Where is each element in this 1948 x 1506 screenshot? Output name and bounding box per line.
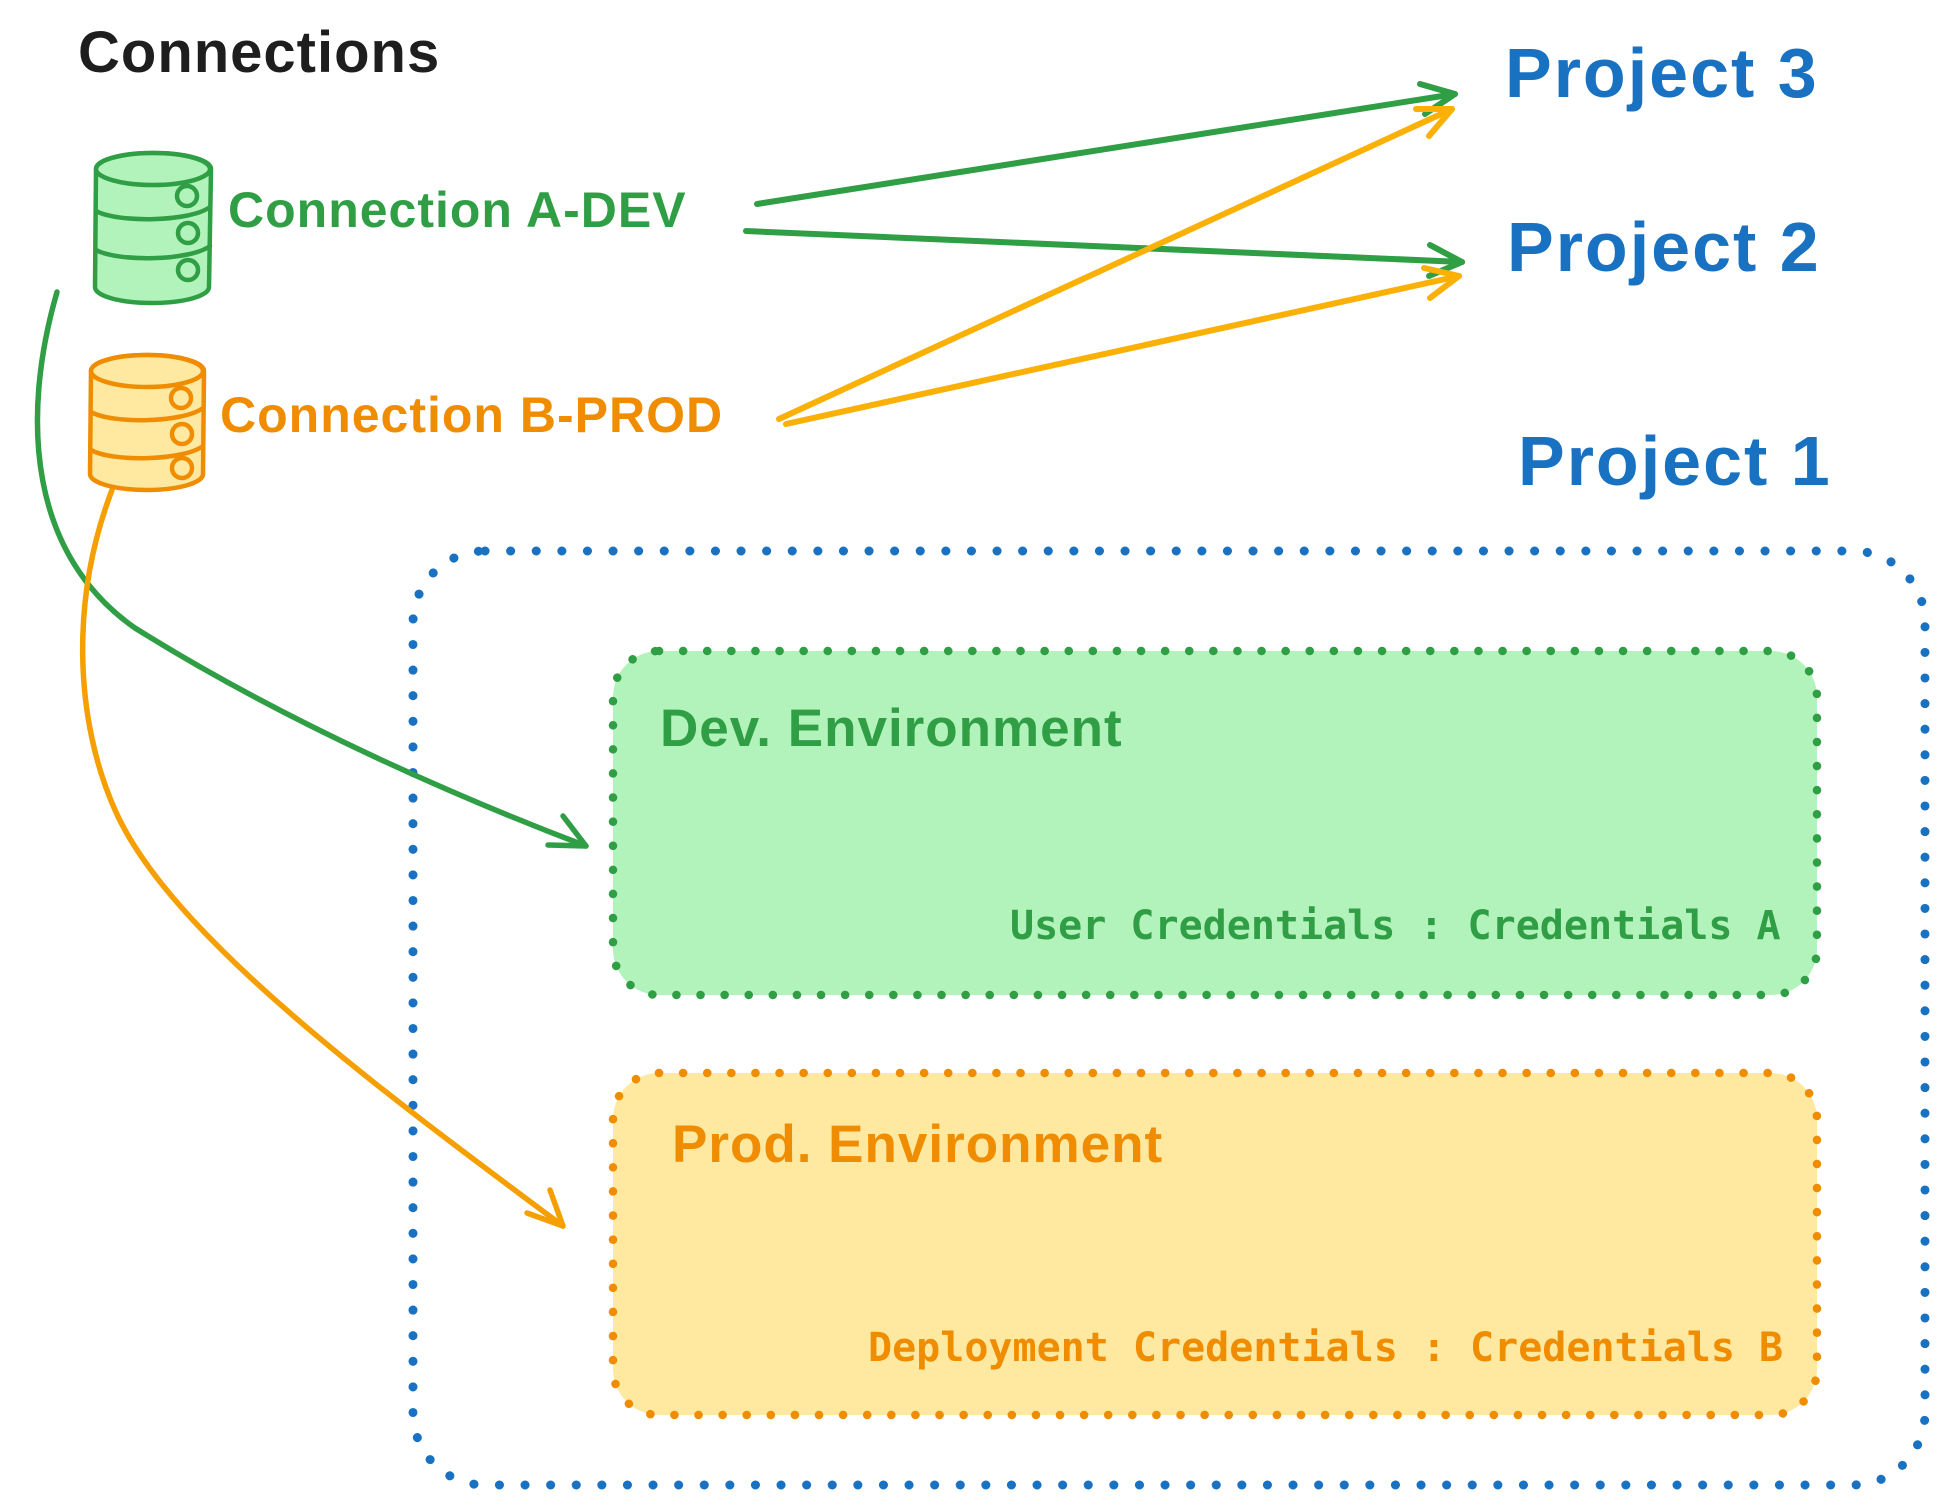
database-icon-a-dev [92,150,214,306]
arrow-a-dev-to-project-3 [754,81,1458,207]
project-1-label: Project 1 [1518,422,1832,500]
prod-environment-box [608,1068,1822,1420]
diagram-title: Connections [78,20,441,85]
connection-b-prod-label: Connection B-PROD [220,387,724,443]
project1-container-border [408,546,1930,1490]
dev-environment-credentials: User Credentials : Credentials A [1010,903,1781,949]
database-icon-b-prod [87,352,207,493]
arrow-b-prod-to-project-3 [776,106,1455,422]
prod-environment-title: Prod. Environment [672,1115,1164,1174]
arrow-b-prod-to-project-2 [783,265,1462,427]
prod-environment-credentials: Deployment Credentials : Credentials B [868,1325,1784,1371]
project-3-label: Project 3 [1505,34,1819,112]
project-2-label: Project 2 [1507,208,1821,286]
connection-a-dev-label: Connection A-DEV [228,182,687,238]
arrow-b-prod-to-prod-environment [79,487,566,1229]
dev-environment-box [608,646,1822,1000]
dev-environment-title: Dev. Environment [660,699,1123,758]
arrow-a-dev-to-dev-environment [34,289,589,849]
